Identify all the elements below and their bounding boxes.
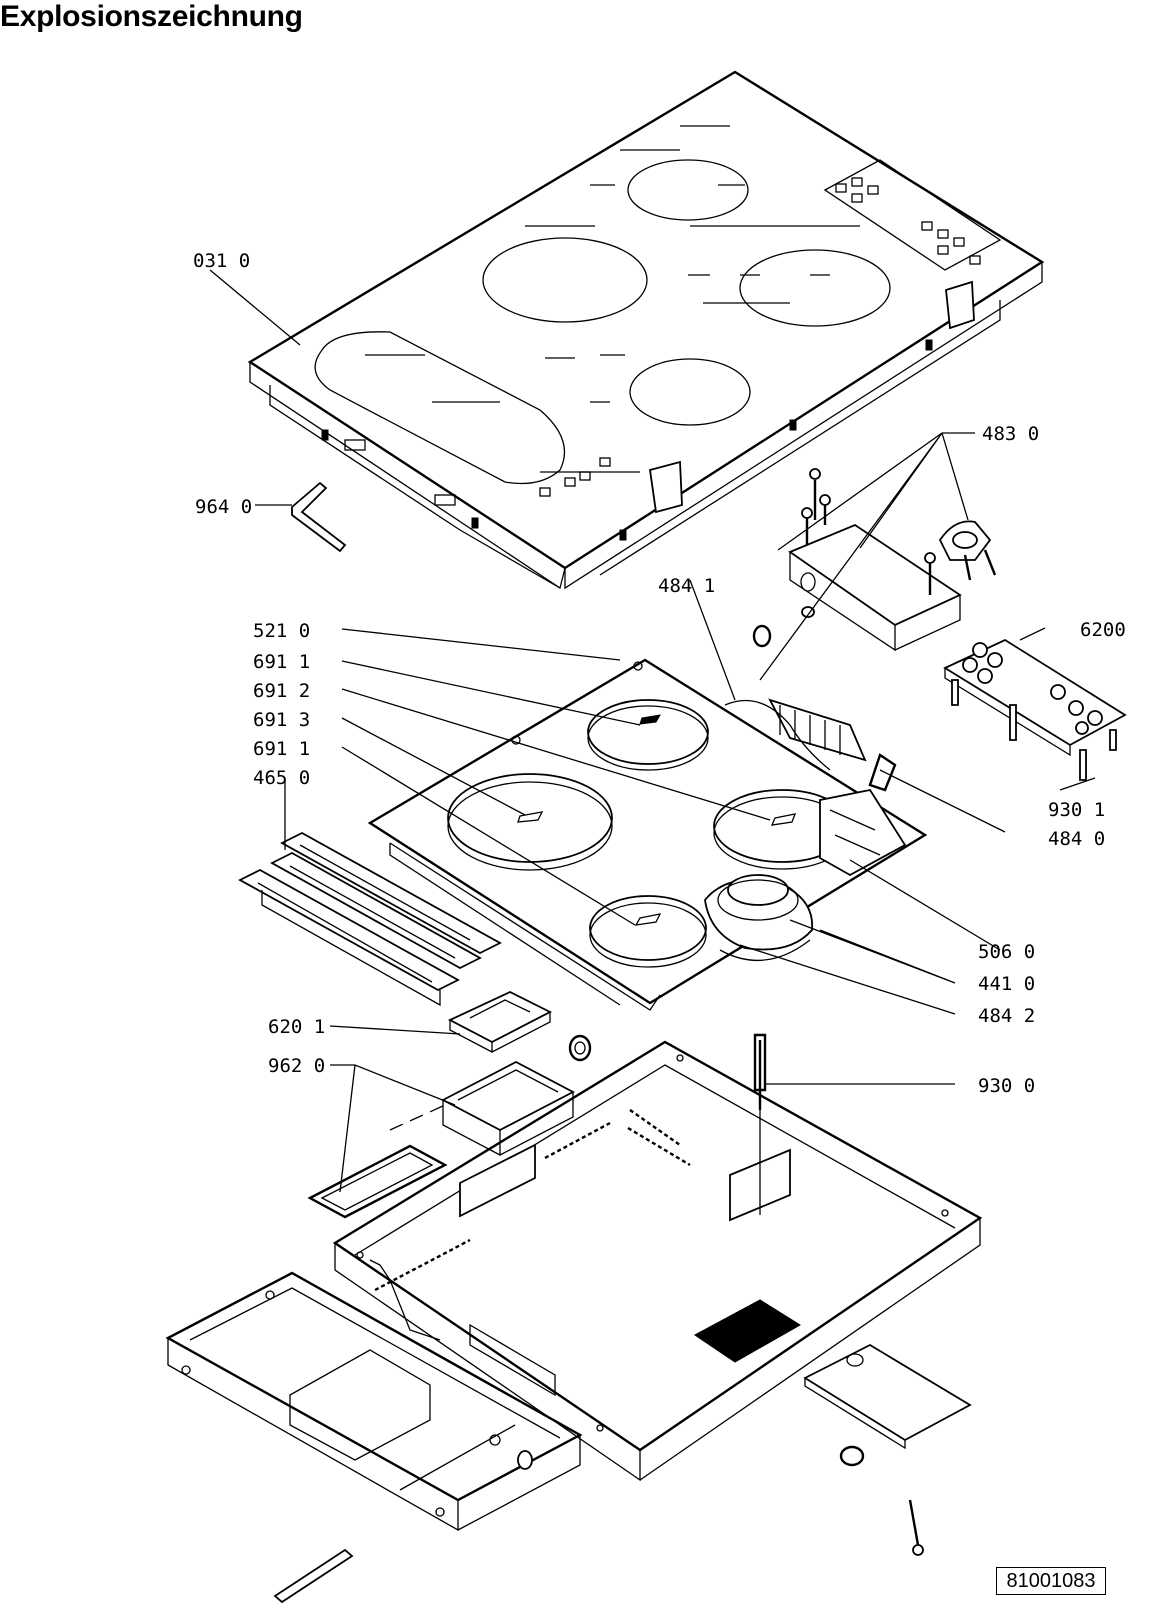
part-label: 6200 — [1080, 619, 1126, 641]
part-label: 620 1 — [268, 1016, 325, 1038]
part-label: 031 0 — [193, 250, 250, 272]
part-labels: 031 0 964 0 483 0 484 1 521 0 691 1 691 … — [193, 250, 1126, 1097]
part-label: 691 1 — [253, 738, 310, 760]
part-label: 484 2 — [978, 1005, 1035, 1027]
leader-lines — [209, 269, 1096, 1193]
heat-sink-rails-465 — [238, 831, 502, 1007]
page-title: Explosionszeichnung — [0, 0, 303, 33]
part-label: 964 0 — [195, 496, 252, 518]
control-circuit-board-6200 — [943, 638, 1127, 781]
part-label: 484 1 — [658, 575, 715, 597]
part-label: 521 0 — [253, 620, 310, 642]
cooktop-glass-top — [247, 70, 1045, 590]
part-label: 930 0 — [978, 1075, 1035, 1097]
clip-part-964 — [291, 481, 347, 553]
part-label: 930 1 — [1048, 799, 1105, 821]
lower-tray — [165, 1271, 583, 1532]
part-label: 483 0 — [982, 423, 1039, 445]
part-label: 441 0 — [978, 973, 1035, 995]
document-number-box: 81001083 — [996, 1567, 1106, 1595]
part-label: 506 0 — [978, 941, 1035, 963]
bottom-housing — [332, 1033, 983, 1482]
part-label: 484 0 — [1048, 828, 1105, 850]
cover-plate — [803, 1343, 972, 1556]
part-label: 691 3 — [253, 709, 310, 731]
seal-frame-962 — [307, 1060, 575, 1219]
part-label: 465 0 — [253, 767, 310, 789]
part-label: 691 1 — [253, 651, 310, 673]
small-board-620-1 — [447, 991, 592, 1062]
part-label: 691 2 — [253, 680, 310, 702]
small-strip-part — [273, 1548, 354, 1604]
part-label: 962 0 — [268, 1055, 325, 1077]
connector-block-484-1 — [724, 698, 867, 771]
control-bracket-483 — [752, 468, 997, 652]
